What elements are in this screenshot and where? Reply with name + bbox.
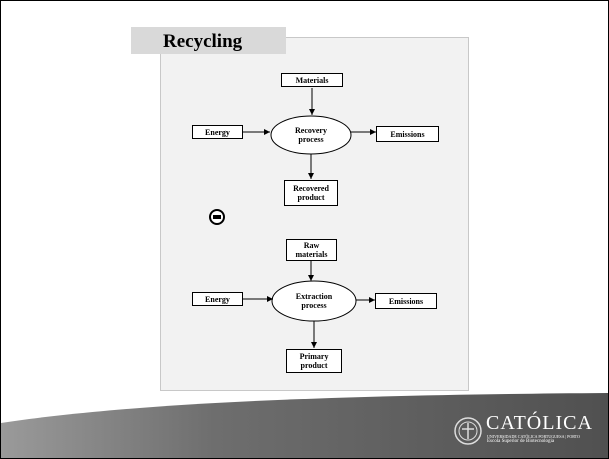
title-background (131, 27, 286, 54)
minus-icon (209, 209, 225, 225)
recovered-product-box: Recovered product (284, 180, 338, 206)
footer-band (1, 393, 608, 458)
slide-title: Recycling (163, 31, 243, 52)
emissions-box-bottom: Emissions (375, 293, 437, 309)
logo-school: Escola Superior de Biotecnologia (487, 439, 555, 444)
energy-box-bottom: Energy (192, 292, 243, 306)
materials-box: Materials (281, 73, 343, 87)
catolica-seal-icon (454, 417, 482, 445)
energy-box-top: Energy (192, 125, 243, 139)
raw-materials-box: Raw materials (286, 239, 337, 261)
emissions-box-top: Emissions (376, 126, 439, 142)
logo-name: CATÓLICA (486, 412, 593, 434)
primary-product-box: Primary product (286, 349, 342, 373)
logo-university: UNIVERSIDADE CATÓLICA PORTUGUESA | PORTO (487, 434, 580, 439)
extraction-process-label: Extraction process (295, 292, 333, 310)
recovery-process-label: Recovery process (295, 126, 327, 144)
